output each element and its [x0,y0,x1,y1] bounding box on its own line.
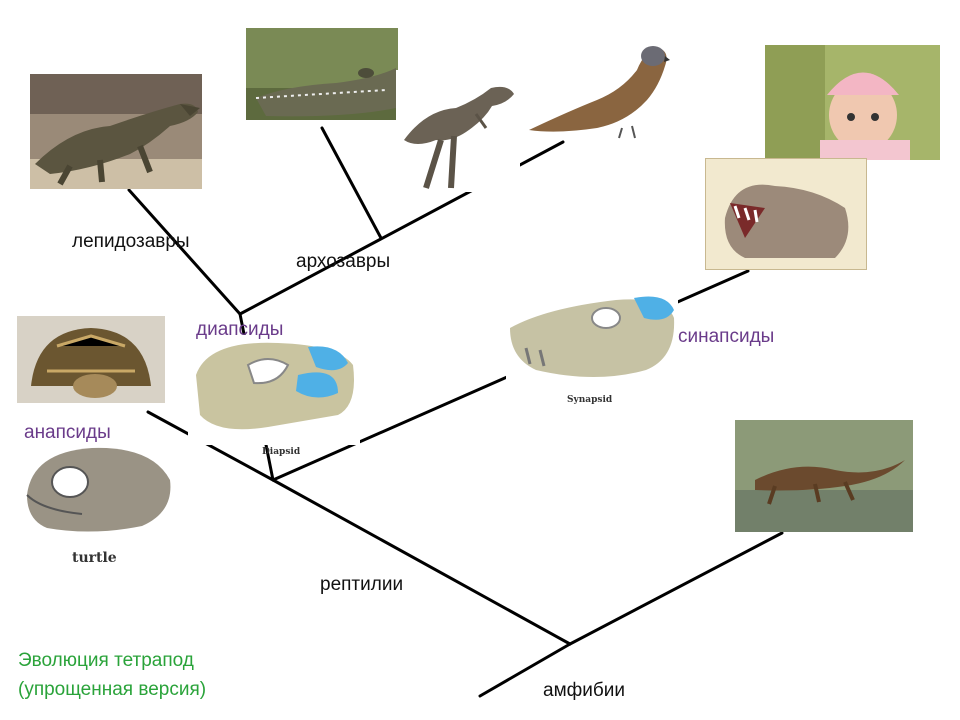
komodo-dragon-photo [30,74,202,189]
label-synapsids: синапсиды [678,326,775,347]
branch-amphibians [568,531,784,646]
synapsid-skull-caption: Synapsid [567,395,613,405]
diagram-subtitle: (упрощенная версия) [18,679,207,700]
turtle-skull-drawing [22,440,177,540]
branch-crocodile [320,126,383,240]
branch-root [478,642,572,698]
turtle-skull-caption: turtle [72,550,117,566]
label-anapsids: анапсиды [24,422,111,443]
diagram-title: Эволюция тетрапод [18,650,194,671]
dinosaur-drawing [396,70,520,192]
branch-anapsids [146,410,275,482]
label-lepidosaurs: лепидозавры [72,231,190,252]
crocodile-photo [246,28,398,120]
diapsid-skull-caption: Diapsid [262,447,301,457]
label-amphibians: амфибии [543,680,625,701]
label-diapsids: диапсиды [196,319,284,340]
diapsid-skull-drawing [188,335,360,445]
therapsid-drawing [705,158,867,270]
sparrow-photo [527,30,670,140]
synapsid-skull-drawing [506,288,678,388]
label-reptiles: рептилии [320,574,404,595]
baby-photo [765,45,940,160]
label-archosaurs: архозавры [296,251,391,272]
salamander-photo [735,420,913,532]
branch-lepidosaurs [127,188,242,316]
branch-reptiles [271,478,572,646]
tortoise-photo [17,316,165,403]
